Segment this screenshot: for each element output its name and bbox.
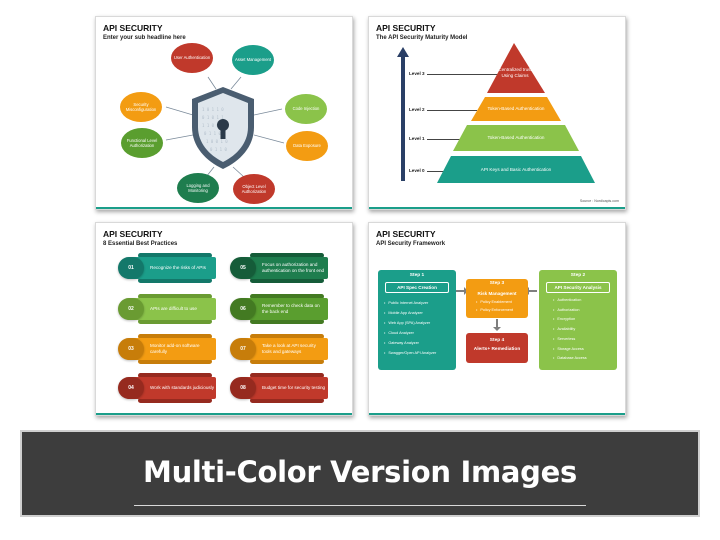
step3-panel: Step 3 Risk Management Policy Enablement… [466,279,528,318]
bubble-object-level-authorization: Object Level Authorization [233,174,275,204]
slide-title: API SECURITY [376,229,436,239]
step3-head: Step 3 [489,281,505,286]
step2-list: Authentication Authorization Encryption … [553,296,586,364]
step2-head: Step 2 [570,273,586,278]
slide-thumbnail-best-practices[interactable]: API SECURITY 8 Essential Best Practices … [95,222,353,416]
bubble-security-misconfiguration: Security Misconfiguration [120,92,162,122]
level-line [427,110,477,111]
bubble-user-authentication: User Authentication [171,43,213,73]
slide-title: API SECURITY [376,23,436,33]
svg-text:0 1 0 1 1: 0 1 0 1 1 [202,115,224,120]
maturity-arrow [397,47,409,181]
bubble-asset-management: Asset Management [232,45,274,75]
source-note: Source : Nordicapis.com [579,199,619,203]
step2-box: API Security Analysis [546,282,610,293]
slide-thumbnail-security-framework[interactable]: API SECURITY API Security Framework Step… [368,222,626,416]
step4-panel: Step 4 Alerts+ Remediation [466,333,528,363]
title-banner: Multi-Color Version Images [20,430,700,517]
tier-label-level-3: Centralized trust Using Claims [498,67,532,78]
step3-list: Policy Enablement Policy Enforcement [476,298,513,314]
level-line [427,171,447,172]
framework-arrows [456,287,537,331]
step4-head: Step 4 [489,338,505,343]
shield-lock-icon: 1 0 1 1 0 0 1 0 1 1 1 1 0 0 1 0 1 1 0 1 … [192,87,254,169]
tier-label-level-0: API Keys and Basic Authentication [480,167,552,172]
level-label: Level 2 [409,107,425,112]
tier-label-level-2: Token-Based Authentication [487,106,545,111]
level-line [427,139,463,140]
slide-title: API SECURITY [103,23,163,33]
level-label: Level 1 [409,136,425,141]
tier-label-level-1: Token-Based Authentication [487,135,545,140]
step1-box: API Spec Creation [385,282,449,293]
slide-title: API SECURITY [103,229,163,239]
level-label: Level 0 [409,168,425,173]
level-label: Level 3 [409,71,425,76]
svg-text:1 1 0 0 1: 1 1 0 0 1 [202,123,224,128]
step1-head: Step 1 [409,273,425,278]
bubble-code-injection: Code Injection [285,94,327,124]
step2-panel: Step 2 API Security Analysis Authenticat… [539,270,617,370]
svg-text:1 0 0 1 0: 1 0 0 1 0 [206,139,228,144]
slide-thumbnail-maturity-model[interactable]: API SECURITY The API Security Maturity M… [368,16,626,210]
slide-subtitle: Enter your sub headline here [103,35,186,41]
step4-box: Alerts+ Remediation [473,347,521,352]
slide-subtitle: The API Security Maturity Model [376,35,468,41]
pyramid-tiers [437,43,595,183]
bubble-logging-and-monitoring: Logging and Monitoring [177,173,219,203]
banner-title: Multi-Color Version Images [143,455,577,489]
step1-panel: Step 1 API Spec Creation Public Internet… [378,270,456,370]
bubble-data-exposure: Data Exposure [286,131,328,161]
slide-subtitle: 8 Essential Best Practices [103,241,178,247]
step1-list: Public Internet Analyzer Mobile App Anal… [384,298,436,358]
step3-box: Risk Management [477,291,517,296]
level-line [427,74,517,75]
svg-text:0 1 1 0 1: 0 1 1 0 1 [204,131,226,136]
svg-text:1 0 1 1 0: 1 0 1 1 0 [202,107,224,112]
slide-thumbnail-api-security-shield[interactable]: API SECURITY Enter your sub headline her… [95,16,353,210]
banner-underline [134,505,586,506]
svg-text:0 1 1 0: 0 1 1 0 [210,147,227,152]
slide-subtitle: API Security Framework [376,241,446,247]
bubble-functional-level-authorization: Functional Level Authorization [121,128,163,158]
